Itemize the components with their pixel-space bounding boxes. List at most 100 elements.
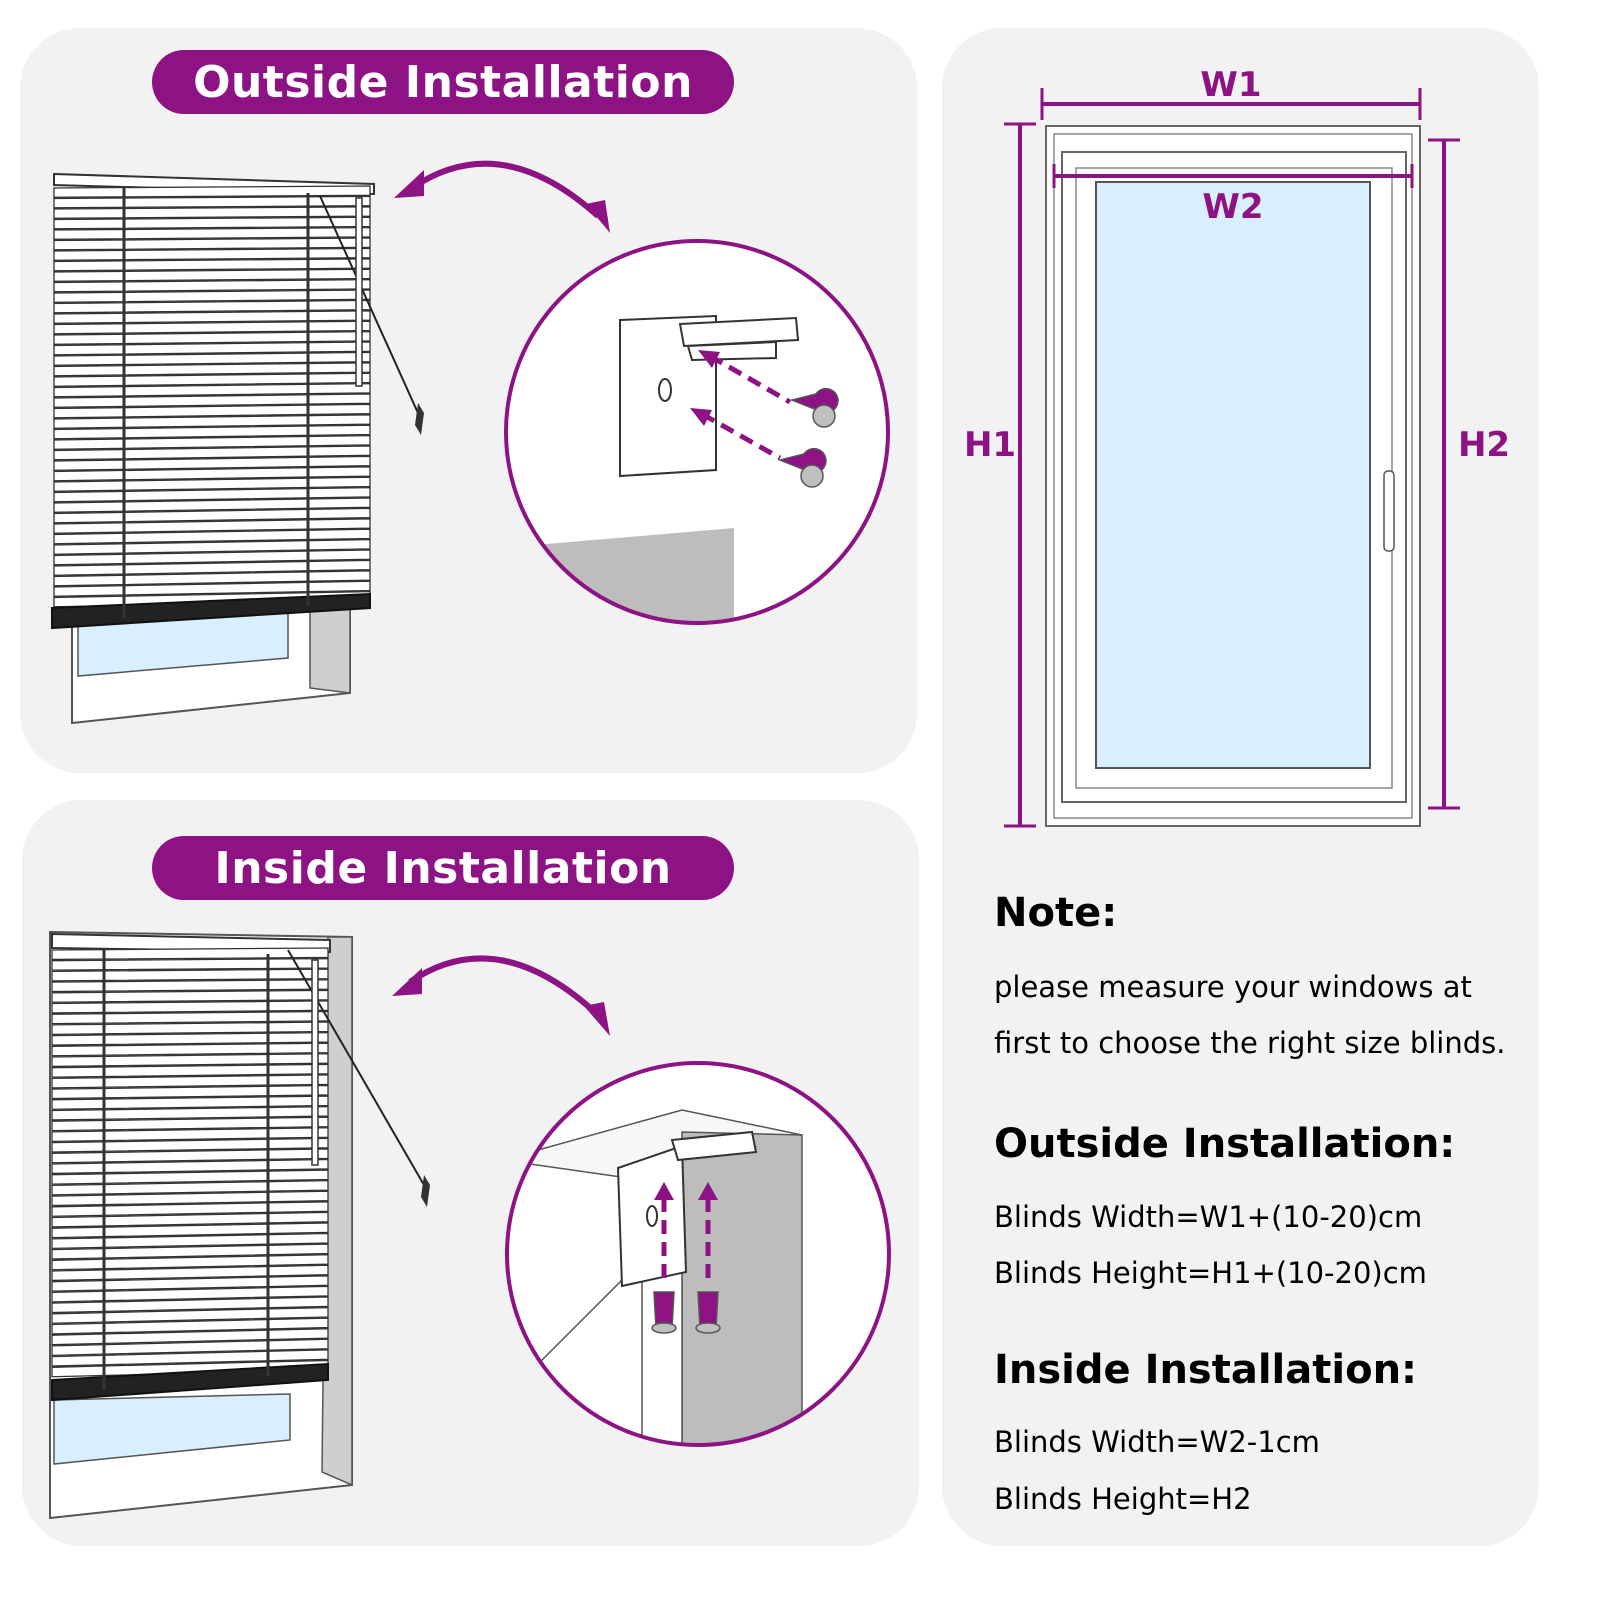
blind-slat [51, 1105, 329, 1121]
blind-slat [51, 1338, 329, 1357]
outside-installation-heading: Outside Installation: [994, 1121, 1456, 1167]
blind-slat [53, 372, 371, 387]
blind-slat [51, 1232, 329, 1250]
blind-slat [51, 947, 329, 961]
blind-slat [53, 362, 371, 377]
inside-installation-heading: Inside Installation: [994, 1347, 1418, 1393]
blind-slat [51, 1243, 329, 1260]
blind-slat [51, 957, 329, 971]
blind-slat [51, 1158, 329, 1175]
note-line-1: please measure your windows at [994, 970, 1472, 1004]
blind-slat [51, 1222, 329, 1239]
window-measurement-diagram: W1 W2 H1 H2 [964, 65, 1510, 828]
venetian-blind-outside [51, 172, 424, 630]
bracket-detail-inside [505, 1061, 891, 1447]
window-frame-outside [71, 601, 351, 725]
blind-slat [53, 549, 371, 566]
blind-slat [51, 1190, 329, 1207]
blind-slat [51, 1328, 329, 1346]
h1-label: H1 [964, 425, 1016, 465]
blind-slat [53, 403, 371, 419]
inside-installation-panel: Inside Installation [22, 800, 919, 1546]
h1-dimension: H1 [964, 122, 1036, 828]
window-frame [1045, 125, 1421, 827]
w1-label: W1 [1200, 65, 1261, 105]
blind-slat [51, 1285, 329, 1303]
blind-slat [53, 476, 371, 492]
blind-slat [53, 258, 371, 272]
blind-slat [51, 1317, 329, 1335]
blind-slat [53, 445, 371, 461]
blind-slat [53, 320, 371, 335]
w2-dimension: W2 [1052, 164, 1414, 227]
blind-slat [51, 1264, 329, 1282]
blind-slat [51, 1116, 329, 1132]
outside-height-formula: Blinds Height=H1+(10-20)cm [994, 1256, 1427, 1290]
blind-slat [51, 1349, 329, 1367]
blind-slat [53, 299, 371, 314]
h2-dimension: H2 [1428, 138, 1510, 810]
blind-slat [53, 528, 371, 545]
blind-slat [53, 570, 371, 587]
blind-slat [53, 486, 371, 503]
note-line-2: first to choose the right size blinds. [994, 1026, 1506, 1060]
blind-slat [51, 1063, 329, 1078]
outside-installation-panel: Outside Installation [20, 28, 917, 773]
venetian-blind-inside [51, 932, 430, 1402]
blind-slat [53, 268, 371, 282]
blind-slat [53, 414, 371, 429]
bracket-detail-outside [504, 239, 890, 625]
blind-slat [51, 989, 329, 1003]
blind-slat [51, 1296, 329, 1314]
blind-slat [51, 1021, 329, 1036]
blind-slat [53, 455, 371, 471]
h2-label: H2 [1458, 425, 1510, 465]
blind-slat [53, 580, 371, 597]
blind-slat [53, 289, 371, 303]
blind-slat [51, 1127, 329, 1143]
inside-width-formula: Blinds Width=W2-1cm [994, 1425, 1320, 1459]
blind-slat [51, 1211, 329, 1228]
blind-slat [53, 185, 371, 198]
measurement-panel: W1 W2 H1 H2 Note: please measure your wi… [942, 28, 1539, 1546]
blind-slat [53, 195, 371, 209]
curved-arrow-inside [392, 955, 610, 1036]
blind-slat [51, 1042, 329, 1057]
blind-slat [53, 351, 371, 366]
blind-slat [53, 237, 371, 251]
blind-slat [53, 538, 371, 555]
blind-slat [53, 497, 371, 513]
blind-slat [53, 393, 371, 408]
blind-slat [53, 310, 371, 324]
w2-label: W2 [1202, 187, 1263, 227]
note-title: Note: [994, 890, 1118, 936]
blind-slat [53, 518, 371, 534]
blind-slat [51, 1084, 329, 1100]
blind-slat [51, 1201, 329, 1217]
outside-installation-illustration [51, 160, 890, 725]
blind-slat [51, 1053, 329, 1068]
blind-slat [51, 1031, 329, 1046]
blind-slat [51, 979, 329, 993]
blind-slat [53, 424, 371, 440]
blind-slat [53, 507, 371, 524]
blind-slat [53, 559, 371, 576]
blind-slat [51, 968, 329, 982]
curved-arrow-outside [394, 160, 610, 233]
blind-slat [53, 206, 371, 219]
blind-slat [53, 247, 371, 261]
inside-installation-illustration [49, 930, 891, 1520]
blind-slat [51, 1074, 329, 1089]
blind-slat [51, 1169, 329, 1185]
blind-slat [51, 1000, 329, 1014]
blind-slat [51, 1137, 329, 1153]
blind-slat [53, 330, 371, 345]
outside-width-formula: Blinds Width=W1+(10-20)cm [994, 1200, 1423, 1234]
outside-installation-title: Outside Installation [152, 50, 734, 114]
blind-slat [51, 1179, 329, 1196]
blind-slat [51, 1275, 329, 1292]
blind-slat [53, 466, 371, 482]
blind-slat [53, 216, 371, 230]
inside-height-formula: Blinds Height=H2 [994, 1482, 1252, 1516]
blind-slat [53, 434, 371, 450]
